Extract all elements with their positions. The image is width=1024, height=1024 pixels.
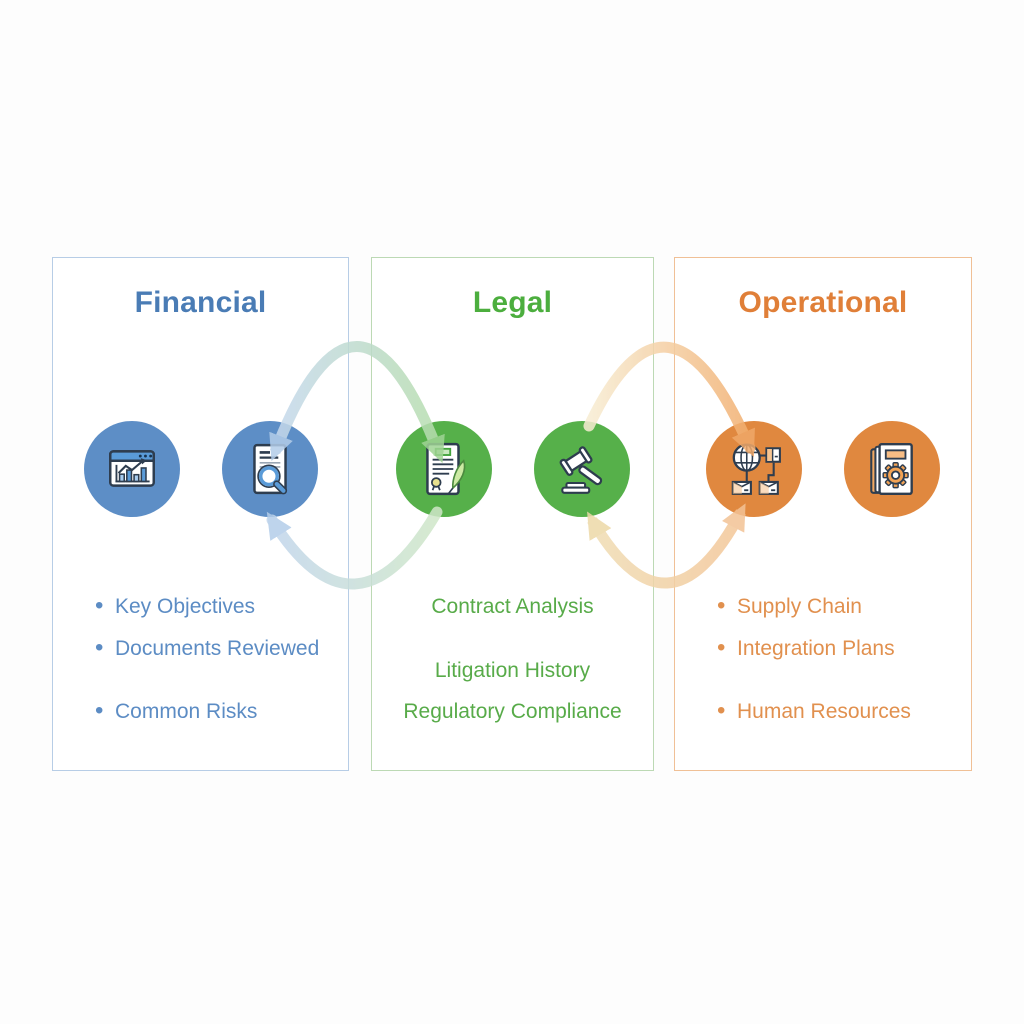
legal-panel: Legal [371,257,654,771]
list-item-label: Documents Reviewed [115,637,320,660]
operational-panel: Operational [674,257,972,771]
financial-panel-title: Financial [134,286,267,319]
legal-list: Contract Analysis Litigation History Reg… [372,592,653,727]
financial-icons-row [53,421,348,517]
list-item: • Integration Plans [675,634,971,664]
supply-chain-globe-icon [706,421,802,517]
operational-panel-title: Operational [738,286,908,319]
financial-panel: Financial [52,257,349,771]
gavel-icon-art [559,446,602,494]
list-item-label: Key Objectives [115,595,256,618]
contract-quill-icon-art [425,442,465,496]
bullet-marker: • [95,697,104,724]
list-item: Litigation History [372,656,653,686]
analytics-window-icon [83,421,180,517]
document-search-icon-art [252,443,287,495]
bullet-marker: • [717,592,726,619]
documents-gear-icon [844,421,940,517]
bullet-marker: • [95,634,104,661]
list-item: • Supply Chain [675,592,971,622]
analytics-window-icon-art [108,450,155,487]
list-item: • Documents Reviewed [53,634,348,664]
bullet-marker: • [95,592,104,619]
bullet-marker: • [717,634,726,661]
legal-panel-title: Legal [472,286,553,319]
list-item: • Human Resources [675,697,971,727]
list-item-label: Supply Chain [737,595,862,618]
list-item-label: Litigation History [434,659,591,682]
list-item: • Key Objectives [53,592,348,622]
document-search-icon [221,421,318,517]
list-item: Contract Analysis [372,592,653,622]
legal-icons-row [372,421,653,517]
contract-quill-icon [395,421,492,517]
bullet-marker: • [717,697,726,724]
gavel-icon [533,421,630,517]
documents-gear-icon-art [870,442,913,496]
list-item-label: Common Risks [115,700,258,723]
list-item-label: Integration Plans [737,637,895,660]
operational-icons-row [675,421,971,517]
list-item: • Common Risks [53,697,348,727]
list-item-label: Contract Analysis [431,595,594,618]
operational-list: • Supply Chain • Integration Plans • Hum… [675,592,971,727]
supply-chain-globe-icon-art [731,443,781,495]
financial-list: • Key Objectives • Documents Reviewed • … [53,592,348,727]
list-item-label: Human Resources [737,700,911,723]
list-item: Regulatory Compliance [372,697,653,727]
list-item-label: Regulatory Compliance [403,700,622,723]
